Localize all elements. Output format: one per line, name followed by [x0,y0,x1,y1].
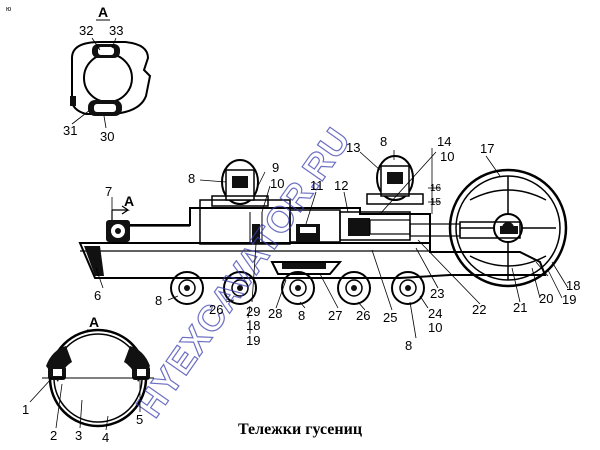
callout-17: 17 [480,141,494,156]
view-arrow-label: А [124,193,134,209]
callout-15: 15 [430,197,442,208]
callout-11: 11 [310,178,324,193]
callout-8: 8 [188,171,195,186]
callout-9: 9 [272,160,279,175]
callout-24: 24 [428,306,442,321]
callout-31: 31 [63,123,77,138]
carrier-roller-right [366,155,424,205]
callout-8: 8 [155,293,162,308]
callout-29: 29 [246,304,260,319]
callout-32: 32 [79,23,93,38]
callout-7: 7 [105,184,112,199]
callout-6: 6 [94,288,101,303]
callout-10: 10 [440,149,454,164]
callout-12: 12 [334,178,348,193]
callout-3: 3 [75,428,82,443]
callout-30: 30 [100,129,114,144]
callout-26: 26 [356,308,370,323]
callout-1: 1 [22,402,29,417]
callout-14: 14 [437,134,451,149]
callout-18: 18 [566,278,580,293]
callout-21: 21 [513,300,527,315]
section-label-bottom: А [89,314,99,330]
callout-16: 16 [430,183,442,194]
callout-numbers: 7 6 8 9 10 11 12 13 8 14 10 16 15 17 18 … [22,134,580,445]
callout-23: 23 [430,286,444,301]
callout-5: 5 [136,412,143,427]
track-frame [78,199,547,279]
leader-lines [29,148,569,431]
callout-13: 13 [346,140,360,155]
callout-33: 33 [109,23,123,38]
callout-27: 27 [328,308,342,323]
callout-8: 8 [405,338,412,353]
callout-19: 19 [562,292,576,307]
callout-28: 28 [268,306,282,321]
callout-10: 10 [428,320,442,335]
callout-19: 19 [246,333,260,348]
diagram-caption: Тележки гусениц [237,421,363,438]
callout-18: 18 [246,318,260,333]
idler-wheel [448,168,568,288]
carrier-roller-left [211,159,269,207]
callout-10: 10 [270,176,284,191]
callout-22: 22 [472,302,486,317]
section-label-top: А [98,4,108,20]
callout-8: 8 [380,134,387,149]
callout-20: 20 [539,291,553,306]
corner-mark: ю [6,6,11,13]
callout-4: 4 [102,430,109,445]
callout-26: 26 [209,302,223,317]
detail-view-top [70,41,152,116]
callout-2: 2 [50,428,57,443]
track-rollers [170,271,425,305]
callout-25: 25 [383,310,397,325]
watermark: HYEXCAVATOR.RU [128,120,359,425]
callout-8: 8 [298,308,305,323]
